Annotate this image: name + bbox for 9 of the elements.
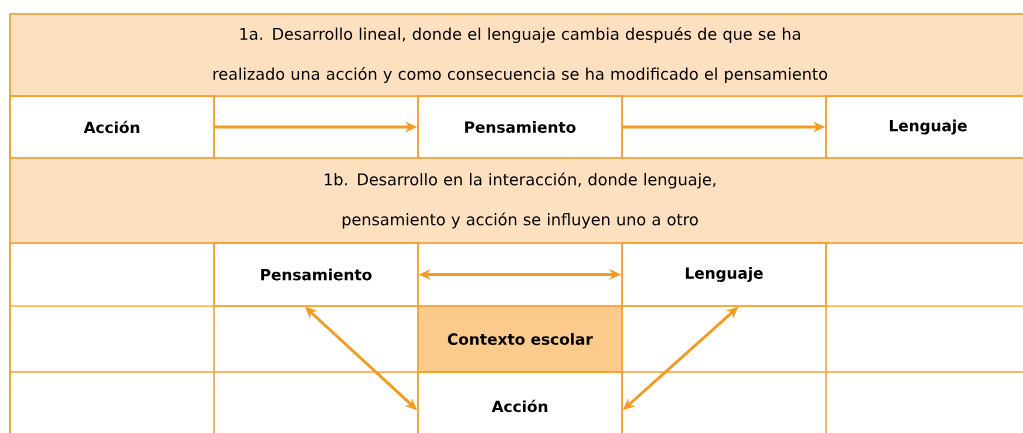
heading-band: 1a. Desarrollo lineal, donde el lenguaje cambia después de que se ha realizado una acción y como consecuencia se ha modificado el pensamiento <box>9 13 1023 97</box>
heading-band: 1b. Desarrollo en la interacción, donde lenguaje, pensamiento y acción se influyen uno a otro <box>9 157 1023 244</box>
table-cell: Pensamiento <box>213 242 419 307</box>
table-cell: Lenguaje <box>825 95 1023 159</box>
table-cell: Acción <box>417 371 623 433</box>
table-cell: Lenguaje <box>621 242 827 307</box>
highlighted-cell: Contexto escolar <box>417 305 623 373</box>
table-cell: Pensamiento <box>417 95 623 159</box>
table-cell: Acción <box>9 95 215 159</box>
